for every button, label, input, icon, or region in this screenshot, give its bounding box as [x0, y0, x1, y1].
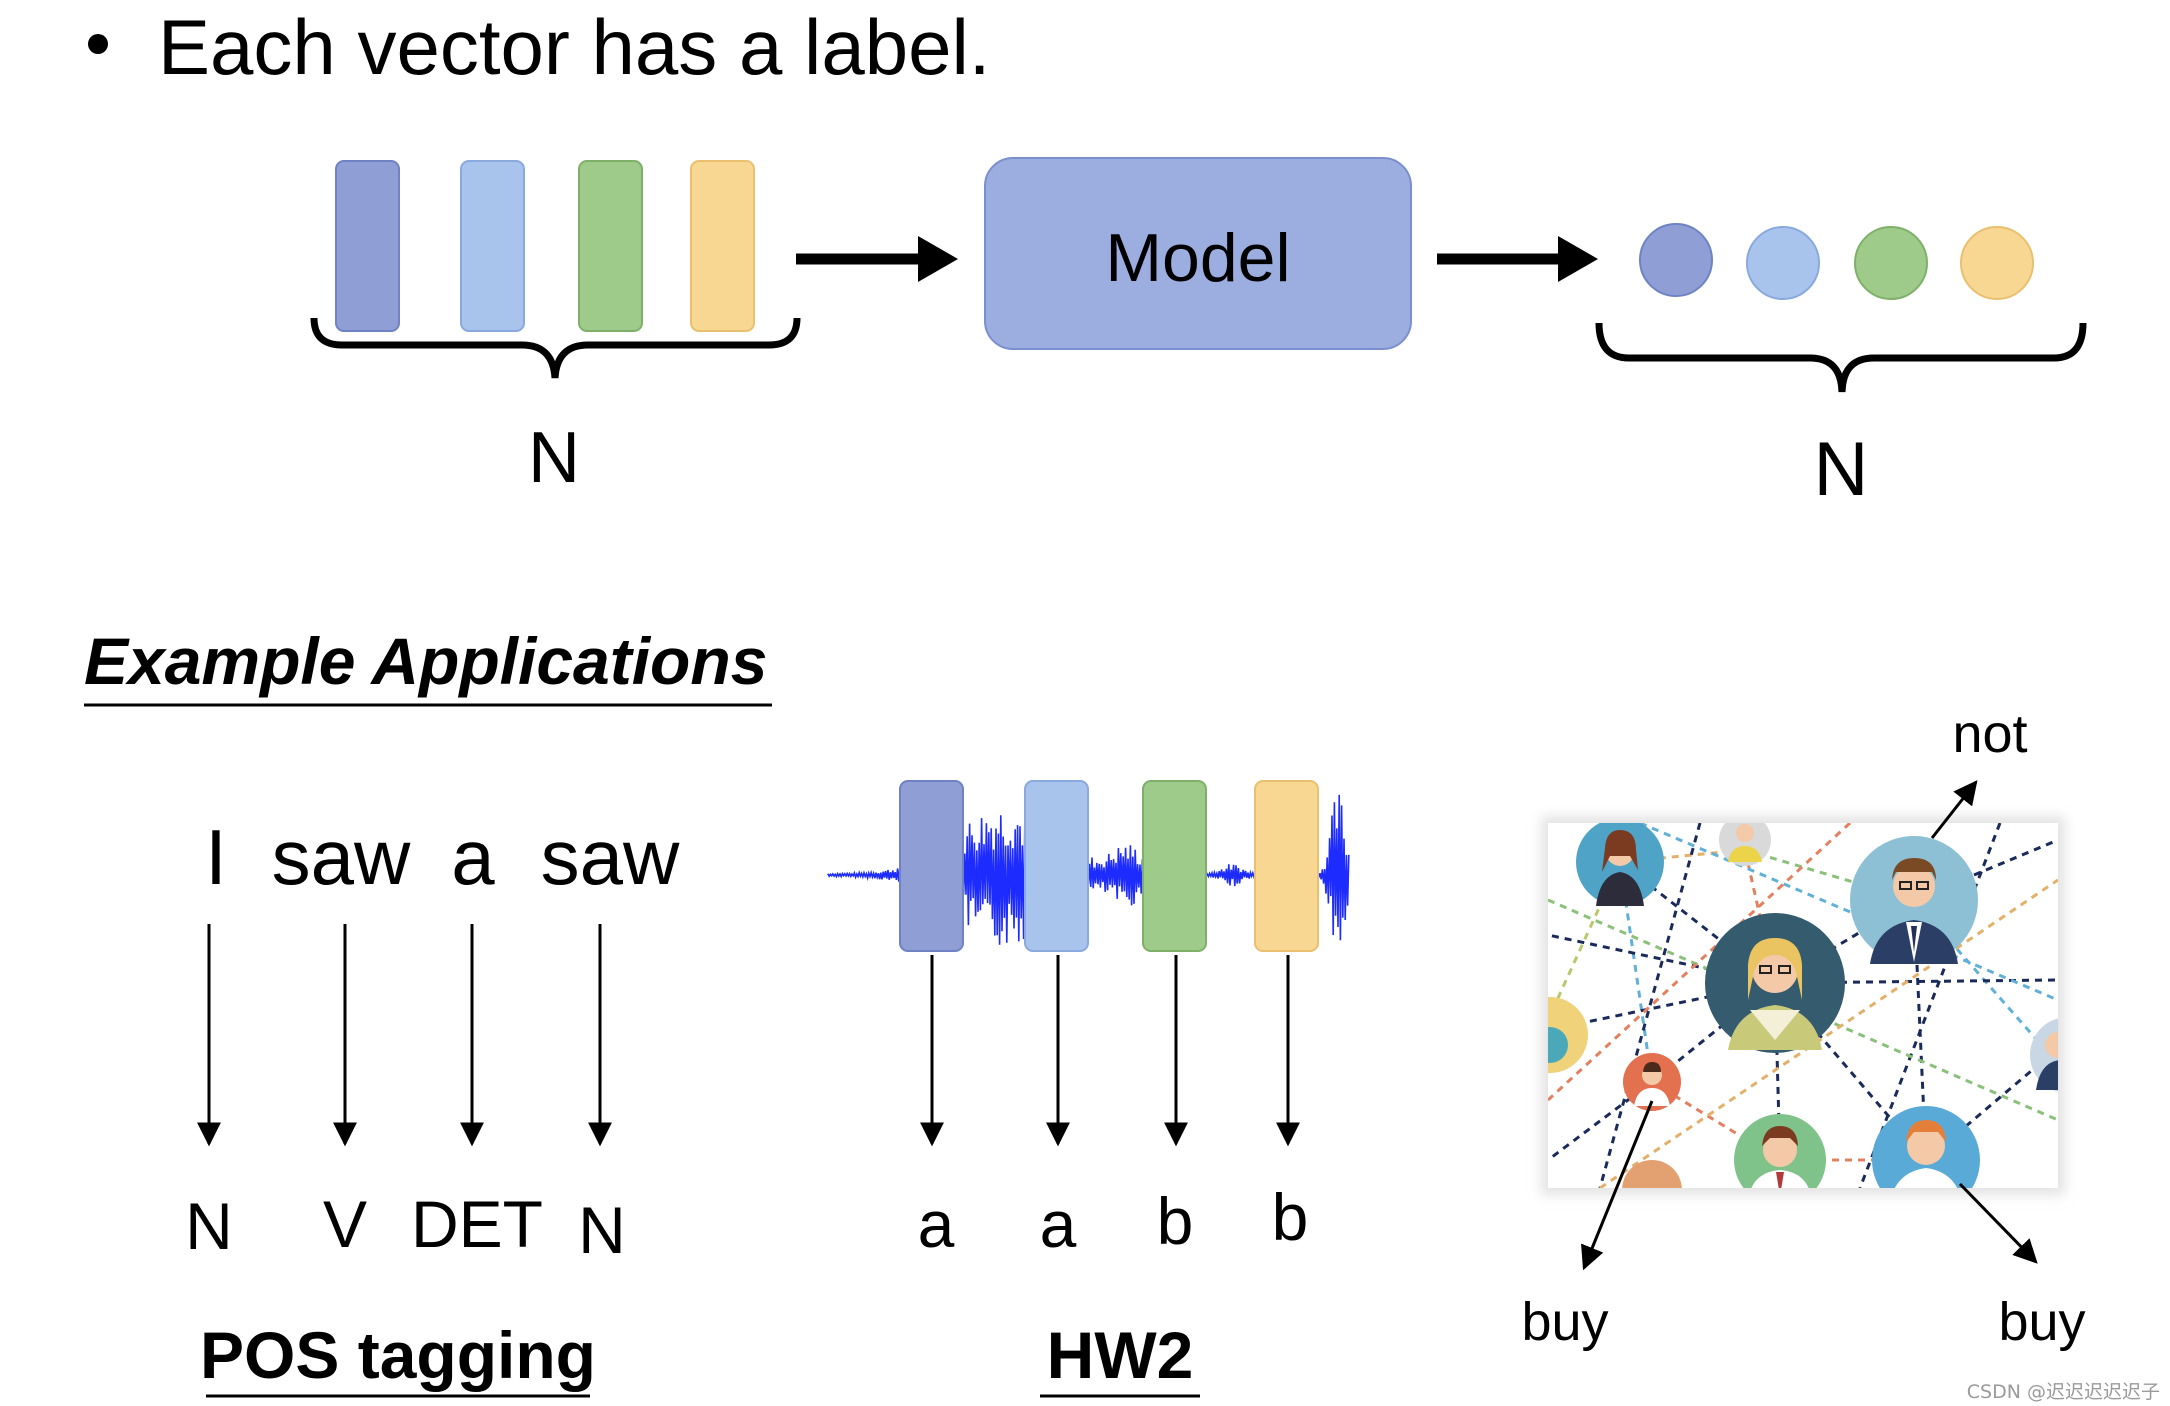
hw2-frame-4: [1254, 780, 1319, 952]
person-node-top-left: [1576, 823, 1664, 906]
pos-example: I saw a saw N V DET N POS tagging: [185, 813, 680, 1398]
person-node-bottom-right: [1872, 1106, 1980, 1188]
person-node-top-right: [1850, 836, 1978, 964]
bullet-text: Each vector has a label.: [158, 3, 990, 91]
pos-word-3: a: [451, 813, 495, 901]
input-vector-2: [460, 160, 525, 332]
hw2-caption: HW2: [1047, 1318, 1194, 1392]
output-circle-1: [1639, 223, 1713, 297]
graph-example: not buy buy: [1521, 704, 2085, 1352]
output-circle-2: [1746, 226, 1820, 300]
graph-label-buy-right: buy: [1998, 1292, 2085, 1352]
output-labels: [1639, 223, 2034, 300]
person-node-left-edge: [1548, 997, 1588, 1073]
person-node-top-small: [1719, 823, 1771, 866]
person-node-bottom-mid: [1734, 1114, 1826, 1188]
bullet-dot: [88, 34, 108, 54]
arrow-from-model-head: [1558, 236, 1598, 282]
pos-word-2: saw: [272, 813, 411, 901]
hw2-label-4: b: [1272, 1180, 1309, 1254]
pos-tag-2: V: [323, 1187, 367, 1261]
model-label: Model: [1105, 220, 1290, 296]
watermark: CSDN @迟迟迟迟迟子: [1967, 1381, 2160, 1403]
input-vector-3: [578, 160, 643, 332]
hw2-example: a a b b HW2: [827, 780, 1350, 1398]
input-brace: [310, 317, 801, 379]
arrow-to-model-head: [918, 236, 958, 282]
graph-label-not: not: [1952, 704, 2027, 764]
graph-label-buy-left: buy: [1521, 1292, 1608, 1352]
output-brace: [1595, 322, 2087, 393]
hw2-label-2: a: [1040, 1187, 1077, 1261]
pos-word-1: I: [205, 813, 227, 901]
social-network-image: [1548, 823, 2058, 1188]
input-vectors: [335, 160, 755, 332]
person-node-bottom-left-edge: [1622, 1160, 1682, 1188]
hw2-frame-3: [1142, 780, 1207, 952]
hw2-frame-2: [1024, 780, 1089, 952]
graph-arrow-buy-right: [1958, 1182, 2038, 1264]
input-vector-4: [690, 160, 755, 332]
graph-arrow-not: [1930, 780, 1978, 839]
person-node-left-mid: [1623, 1053, 1681, 1111]
model-box: [984, 157, 1412, 350]
input-count-label: N: [528, 418, 580, 498]
pos-tag-4: N: [578, 1193, 626, 1267]
pos-word-4: saw: [541, 813, 680, 901]
hw2-label-1: a: [918, 1187, 955, 1261]
pos-tag-1: N: [185, 1189, 233, 1263]
hw2-label-3: b: [1157, 1184, 1194, 1258]
pos-tag-3: DET: [411, 1187, 543, 1261]
input-vector-1: [335, 160, 400, 332]
examples-heading: Example Applications: [84, 624, 767, 698]
pos-caption: POS tagging: [200, 1318, 596, 1392]
graph-arrow-buy-left: [1581, 1100, 1654, 1271]
person-node-center: [1705, 913, 1845, 1053]
output-circle-4: [1960, 226, 2034, 300]
output-count-label: N: [1814, 427, 1869, 512]
output-circle-3: [1854, 226, 1928, 300]
person-node-right-edge: [2030, 1018, 2058, 1092]
hw2-frame-1: [899, 780, 964, 952]
